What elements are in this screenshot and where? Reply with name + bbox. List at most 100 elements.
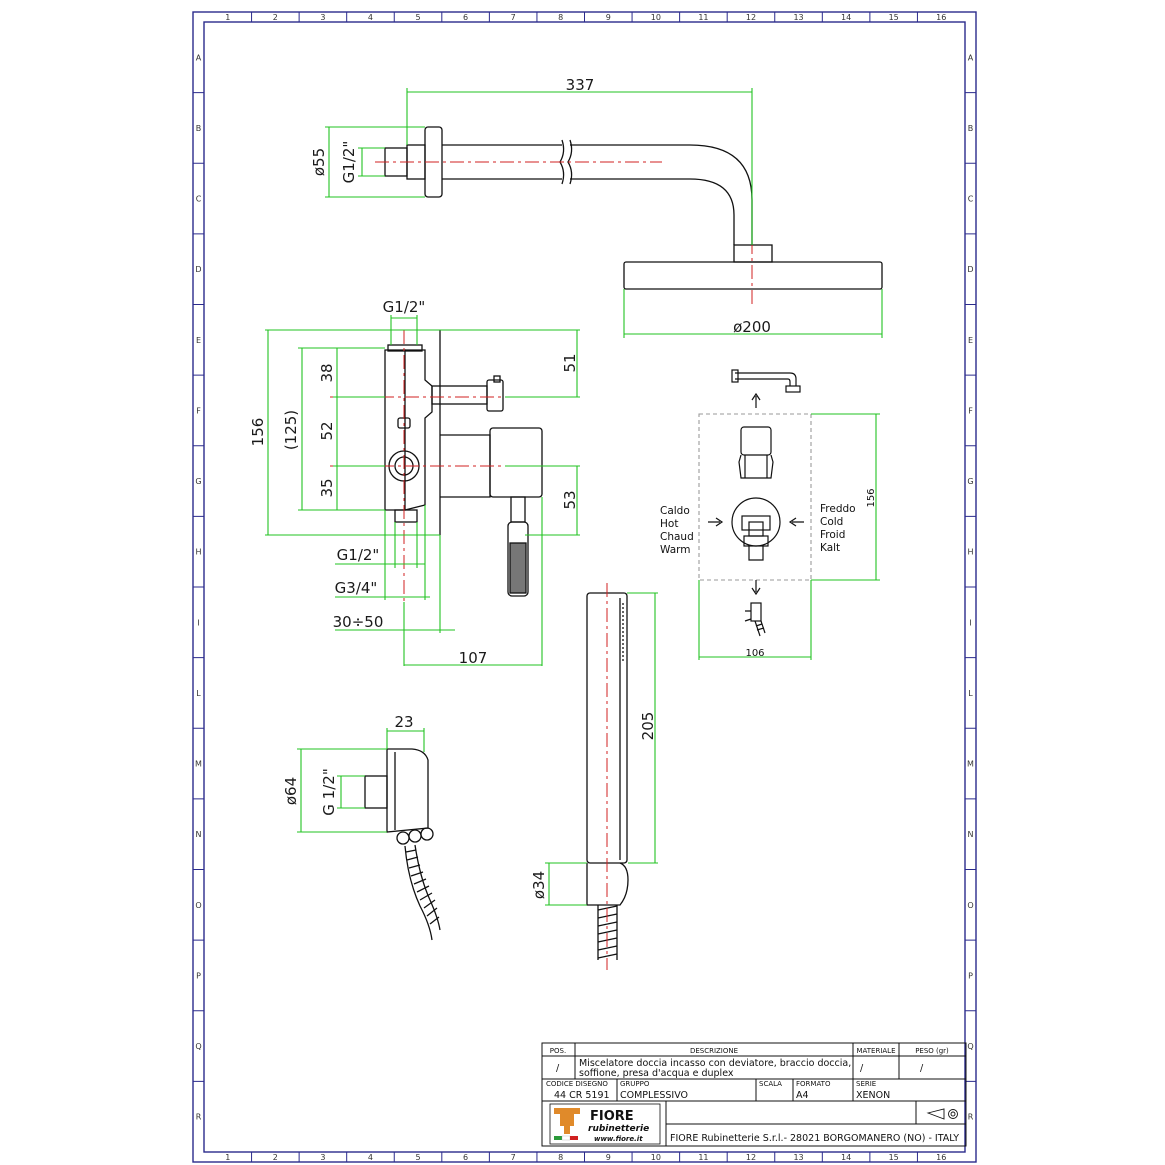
cold-label-en: Cold [820,516,843,528]
column-label-bottom: 11 [698,1153,708,1162]
tb-weight-value: / [920,1063,924,1074]
row-label-right: G [967,477,973,486]
column-label-bottom: 1 [225,1153,230,1162]
column-label-bottom: 16 [936,1153,946,1162]
row-label-left: Q [195,1042,201,1051]
tb-desc-label: DESCRIZIONE [690,1047,738,1055]
tb-mat-value: / [860,1063,864,1074]
tb-pos-value: / [556,1063,560,1074]
row-label-right: E [968,336,973,345]
column-label-top: 11 [698,13,708,22]
dim-mixer-35: 35 [318,478,336,497]
tb-company: FIORE Rubinetterie S.r.l.- 28021 BORGOMA… [670,1133,959,1144]
logo-sub: rubinetterie [588,1124,649,1134]
row-label-left: B [196,124,202,133]
row-label-left: O [195,901,201,910]
mixer-dimensions [265,315,580,666]
shower-arm-dimensions [325,88,883,338]
column-label-bottom: 10 [651,1153,661,1162]
column-label-top: 2 [273,13,278,22]
tb-pos-label: POS. [550,1047,566,1055]
column-label-top: 6 [463,13,468,22]
shower-arm-centerlines [375,161,753,305]
tb-weight-label: PESO (gr) [915,1047,949,1055]
dim-mixer-g34: G3/4" [335,579,378,597]
tb-scale-label: SCALA [759,1080,782,1088]
row-label-left: F [196,406,201,415]
row-label-right: P [968,971,973,980]
row-label-left: P [196,971,201,980]
hot-label-it: Caldo [660,505,690,517]
row-label-right: N [968,830,974,839]
row-label-left: R [196,1113,202,1122]
row-label-left: H [195,548,201,557]
tb-format-label: FORMATO [796,1080,831,1088]
row-label-left: G [195,477,201,486]
cold-label-fr: Froid [820,529,845,541]
row-label-right: D [967,265,973,274]
tb-series-label: SERIE [856,1080,876,1088]
column-label-bottom: 9 [606,1153,611,1162]
row-label-right: R [968,1113,974,1122]
logo-url: www.fiore.it [594,1135,643,1143]
row-label-left: C [196,195,202,204]
column-label-bottom: 13 [793,1153,803,1162]
dim-mixer-38: 38 [318,363,336,382]
title-block [541,1042,967,1147]
column-label-top: 13 [793,13,803,22]
column-label-top: 15 [889,13,899,22]
column-label-top: 10 [651,13,661,22]
dim-head-dia: ø200 [733,318,771,336]
dim-scheme-106: 106 [745,648,764,659]
tb-group-label: GRUPPO [620,1080,650,1088]
row-label-left: M [195,760,202,769]
dim-mixer-53: 53 [561,490,579,509]
column-label-bottom: 12 [746,1153,756,1162]
dim-arm-thread: G1/2" [340,141,358,184]
column-label-top: 5 [415,13,420,22]
row-label-right: C [968,195,974,204]
column-label-top: 9 [606,13,611,22]
water-outlet-view [364,748,441,941]
row-label-right: A [968,53,974,62]
column-label-bottom: 8 [558,1153,563,1162]
row-label-right: Q [967,1042,973,1051]
tb-desc-line1: Miscelatore doccia incasso con deviatore… [579,1058,851,1069]
row-label-left: I [197,618,199,627]
tb-group-value: COMPLESSIVO [620,1090,688,1101]
hand-shower-dimensions [545,592,658,906]
column-label-bottom: 3 [320,1153,325,1162]
dim-outlet-23: 23 [394,713,413,731]
column-label-bottom: 4 [368,1153,373,1162]
cold-labels: Freddo Cold Froid Kalt [820,503,856,554]
row-label-left: A [196,53,202,62]
column-label-bottom: 7 [511,1153,516,1162]
row-label-right: L [968,689,973,698]
dim-outlet-thread: G 1/2" [320,768,338,815]
dim-scheme-156: 156 [866,488,877,507]
dim-mixer-total-height: 156 [249,418,267,447]
column-label-top: 4 [368,13,373,22]
fiore-logo: FIORE rubinetterie www.fiore.it [549,1103,661,1145]
dim-outlet-dia: ø64 [282,777,300,805]
column-label-top: 3 [320,13,325,22]
cold-label-it: Freddo [820,503,856,515]
dim-hand-34: ø34 [530,871,548,899]
dim-arm-length: 337 [566,76,595,94]
row-label-left: N [196,830,202,839]
column-label-bottom: 14 [841,1153,851,1162]
logo-brand: FIORE [590,1109,634,1124]
column-label-top: 16 [936,13,946,22]
row-label-right: I [969,618,971,627]
column-label-bottom: 5 [415,1153,420,1162]
tb-format-value: A4 [796,1090,809,1101]
dim-mixer-52: 52 [318,421,336,440]
dim-arm-flange-dia: ø55 [310,148,328,176]
dim-mixer-107: 107 [459,649,488,667]
column-label-bottom: 15 [889,1153,899,1162]
